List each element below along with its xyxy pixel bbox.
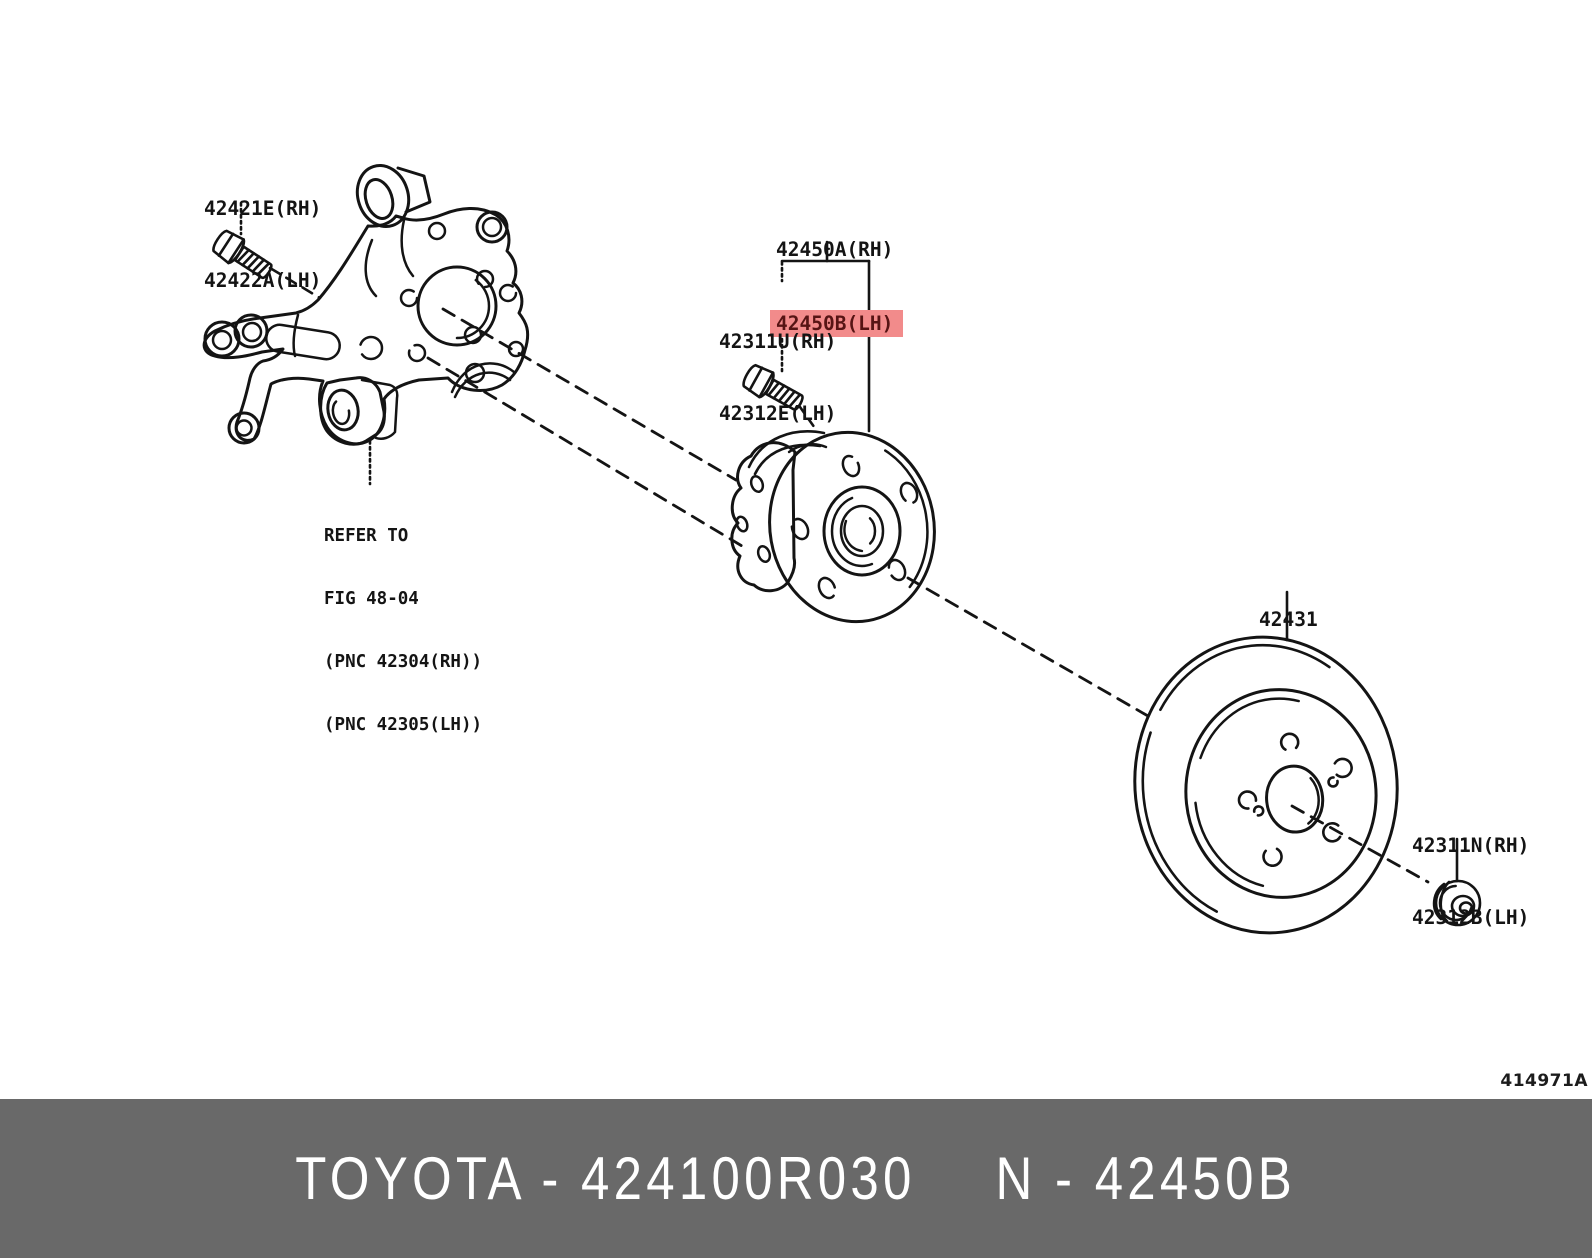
part-number: 42311N(RH) <box>1412 834 1530 857</box>
refer-note-line: REFER TO <box>324 526 409 546</box>
footer-banner: TOYOTA - 424100R030 N - 42450B <box>0 1099 1592 1258</box>
hub-bolt-label: 42311U(RH) 42312E(LH) <box>719 282 836 474</box>
part-number: 42312B(LH) <box>1412 906 1530 929</box>
footer-text: TOYOTA - 424100R030 N - 42450B <box>296 1144 1297 1213</box>
knuckle-bolt-label: 42421E(RH) 42422A(LH) <box>204 149 321 341</box>
part-number-highlighted: 42450B(LH) <box>770 310 904 337</box>
disc-label: 42431 <box>1259 560 1318 680</box>
part-number: 42311U(RH) <box>719 330 837 353</box>
footer-part-code: N - 42450B <box>995 1145 1297 1212</box>
part-number: 42450A(RH) <box>776 238 894 261</box>
refer-note-line: FIG 48-04 <box>324 589 419 609</box>
footer-brand-part-number: TOYOTA - 424100R030 <box>295 1145 916 1212</box>
part-number: 42421E(RH) <box>204 197 322 220</box>
part-number: 42431 <box>1259 608 1318 631</box>
nut-label: 42311N(RH) 42312B(LH) <box>1412 786 1529 978</box>
refer-note: REFER TO FIG 48-04 (PNC 42304(RH)) (PNC … <box>324 484 482 778</box>
figure-code: 414971A <box>1500 1071 1588 1091</box>
knuckle-bolt-drawing <box>212 229 273 280</box>
part-number: 42422A(LH) <box>204 269 322 292</box>
knuckle-drawing <box>202 164 530 446</box>
nut-drawing <box>1432 879 1482 927</box>
hub-label: 42450A(RH) 42450B(LH) <box>770 190 904 385</box>
leader-lines <box>239 201 1459 883</box>
axis-dashed-lines <box>426 307 1430 884</box>
part-number: 42312E(LH) <box>719 402 837 425</box>
hub-bolt-drawing <box>742 363 804 411</box>
hub-drawing <box>730 430 936 624</box>
disc-drawing <box>1133 635 1399 935</box>
refer-note-line: (PNC 42305(LH)) <box>324 715 483 735</box>
refer-note-line: (PNC 42304(RH)) <box>324 652 483 672</box>
